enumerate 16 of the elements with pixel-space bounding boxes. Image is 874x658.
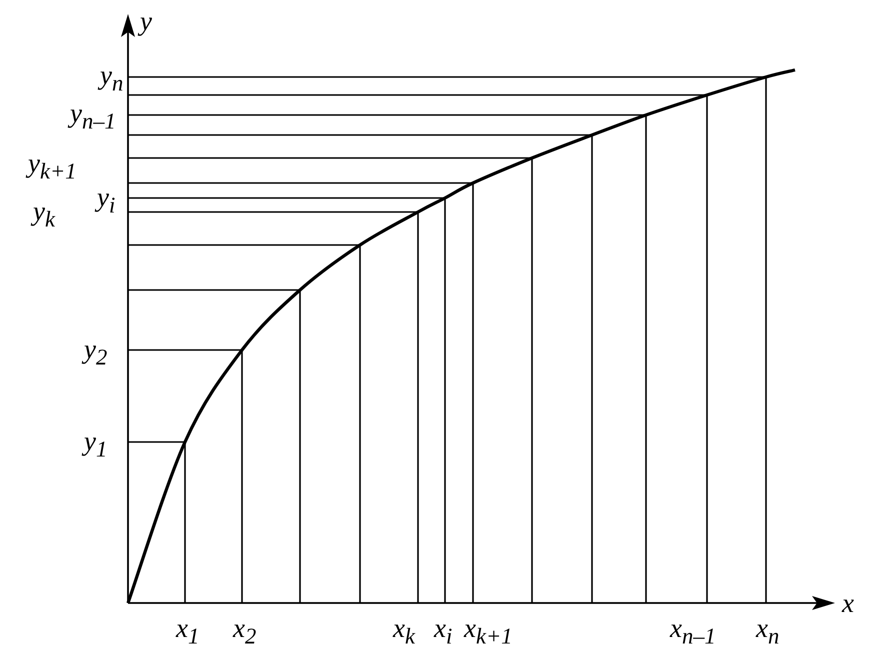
- tick-label: x$_{n–1}$: [670, 615, 716, 648]
- tick-label: x$_{i}$: [434, 615, 452, 648]
- tick-label: x$_{n}$: [756, 615, 780, 648]
- tick-label: x$_{2}$: [233, 615, 256, 648]
- tick-label: x$_{k}$: [393, 615, 415, 648]
- tick-label: y$_{n}$: [100, 62, 124, 95]
- tick-label: x$_{k+1}$: [464, 615, 512, 648]
- tick-label: y$_{n–1}$: [70, 100, 116, 133]
- tick-label: y$_{2}$: [84, 336, 108, 369]
- axis-label: x: [842, 590, 854, 617]
- tick-label: y$_{i}$: [97, 184, 116, 217]
- axis-label: y: [140, 8, 152, 35]
- tick-label: y$_{1}$: [84, 428, 108, 461]
- tick-label: y$_{k+1}$: [28, 150, 76, 183]
- tick-label: x$_{1}$: [176, 615, 200, 648]
- tick-label: y$_{k}$: [33, 198, 55, 231]
